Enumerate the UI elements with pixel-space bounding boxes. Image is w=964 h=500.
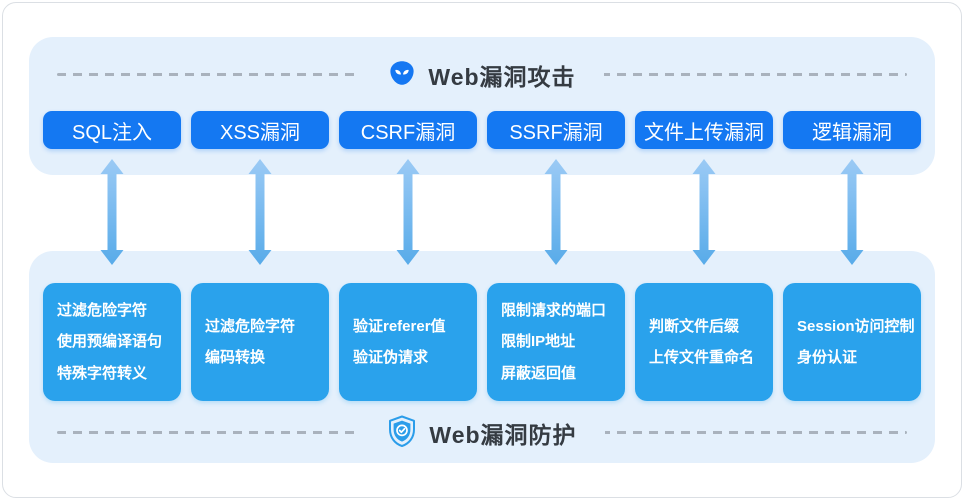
defense-box-csrf: 验证referer值 验证伪请求: [339, 283, 477, 401]
alien-icon: [388, 59, 416, 92]
attack-button-row: SQL注入 XSS漏洞 CSRF漏洞 SSRF漏洞 文件上传漏洞 逻辑漏洞: [43, 111, 921, 149]
defense-title-group: Web漏洞防护: [359, 414, 605, 452]
defense-box-sql-injection: 过滤危险字符 使用预编译语句 特殊字符转义: [43, 283, 181, 401]
defense-item: 身份认证: [797, 349, 858, 366]
attack-title-group: Web漏洞攻击: [360, 58, 604, 92]
defense-box-file-upload: 判断文件后缀 上传文件重命名: [635, 283, 773, 401]
defense-item: 验证referer值: [353, 317, 446, 335]
defense-box-logic: Session访问控制 身份认证: [783, 283, 921, 401]
attack-divider: Web漏洞攻击: [43, 58, 921, 92]
attack-button-logic: 逻辑漏洞: [783, 111, 921, 149]
double-arrow-icon: [43, 159, 181, 265]
attack-button-sql-injection: SQL注入: [43, 111, 181, 149]
double-arrow-icon: [635, 159, 773, 265]
defense-item: 验证伪请求: [353, 349, 429, 366]
defense-box-row: 过滤危险字符 使用预编译语句 特殊字符转义 过滤危险字符 编码转换 验证refe…: [43, 283, 921, 401]
defense-item: 判断文件后缀: [649, 317, 740, 335]
defense-item: 限制请求的端口: [501, 302, 607, 320]
defense-item: 限制IP地址: [501, 333, 576, 351]
arrow-band: [29, 159, 935, 265]
defense-item: 过滤危险字符: [205, 317, 296, 335]
defense-panel: 过滤危险字符 使用预编译语句 特殊字符转义 过滤危险字符 编码转换 验证refe…: [29, 251, 935, 463]
double-arrow-icon: [191, 159, 329, 265]
attack-button-file-upload: 文件上传漏洞: [635, 111, 773, 149]
shield-check-icon: [387, 415, 417, 452]
double-arrow-icon: [487, 159, 625, 265]
defense-item: 特殊字符转义: [57, 364, 148, 382]
double-arrow-icon: [783, 159, 921, 265]
defense-box-ssrf: 限制请求的端口 限制IP地址 屏蔽返回值: [487, 283, 625, 401]
defense-item: 使用预编译语句: [57, 333, 163, 351]
double-arrow-icon: [339, 159, 477, 265]
defense-item: 编码转换: [205, 349, 266, 366]
attack-title: Web漏洞攻击: [428, 64, 576, 90]
attack-button-ssrf: SSRF漏洞: [487, 111, 625, 149]
attack-button-csrf: CSRF漏洞: [339, 111, 477, 149]
attack-button-xss: XSS漏洞: [191, 111, 329, 149]
defense-item: 上传文件重命名: [649, 349, 755, 366]
defense-item: 过滤危险字符: [57, 302, 148, 320]
attack-panel: Web漏洞攻击 SQL注入 XSS漏洞 CSRF漏洞 SSRF漏洞 文件上传漏洞…: [29, 37, 935, 175]
defense-item: 屏蔽返回值: [501, 364, 577, 382]
defense-box-xss: 过滤危险字符 编码转换: [191, 283, 329, 401]
defense-title: Web漏洞防护: [429, 422, 577, 448]
defense-divider: Web漏洞防护: [43, 414, 921, 452]
defense-item: Session访问控制: [797, 317, 915, 335]
